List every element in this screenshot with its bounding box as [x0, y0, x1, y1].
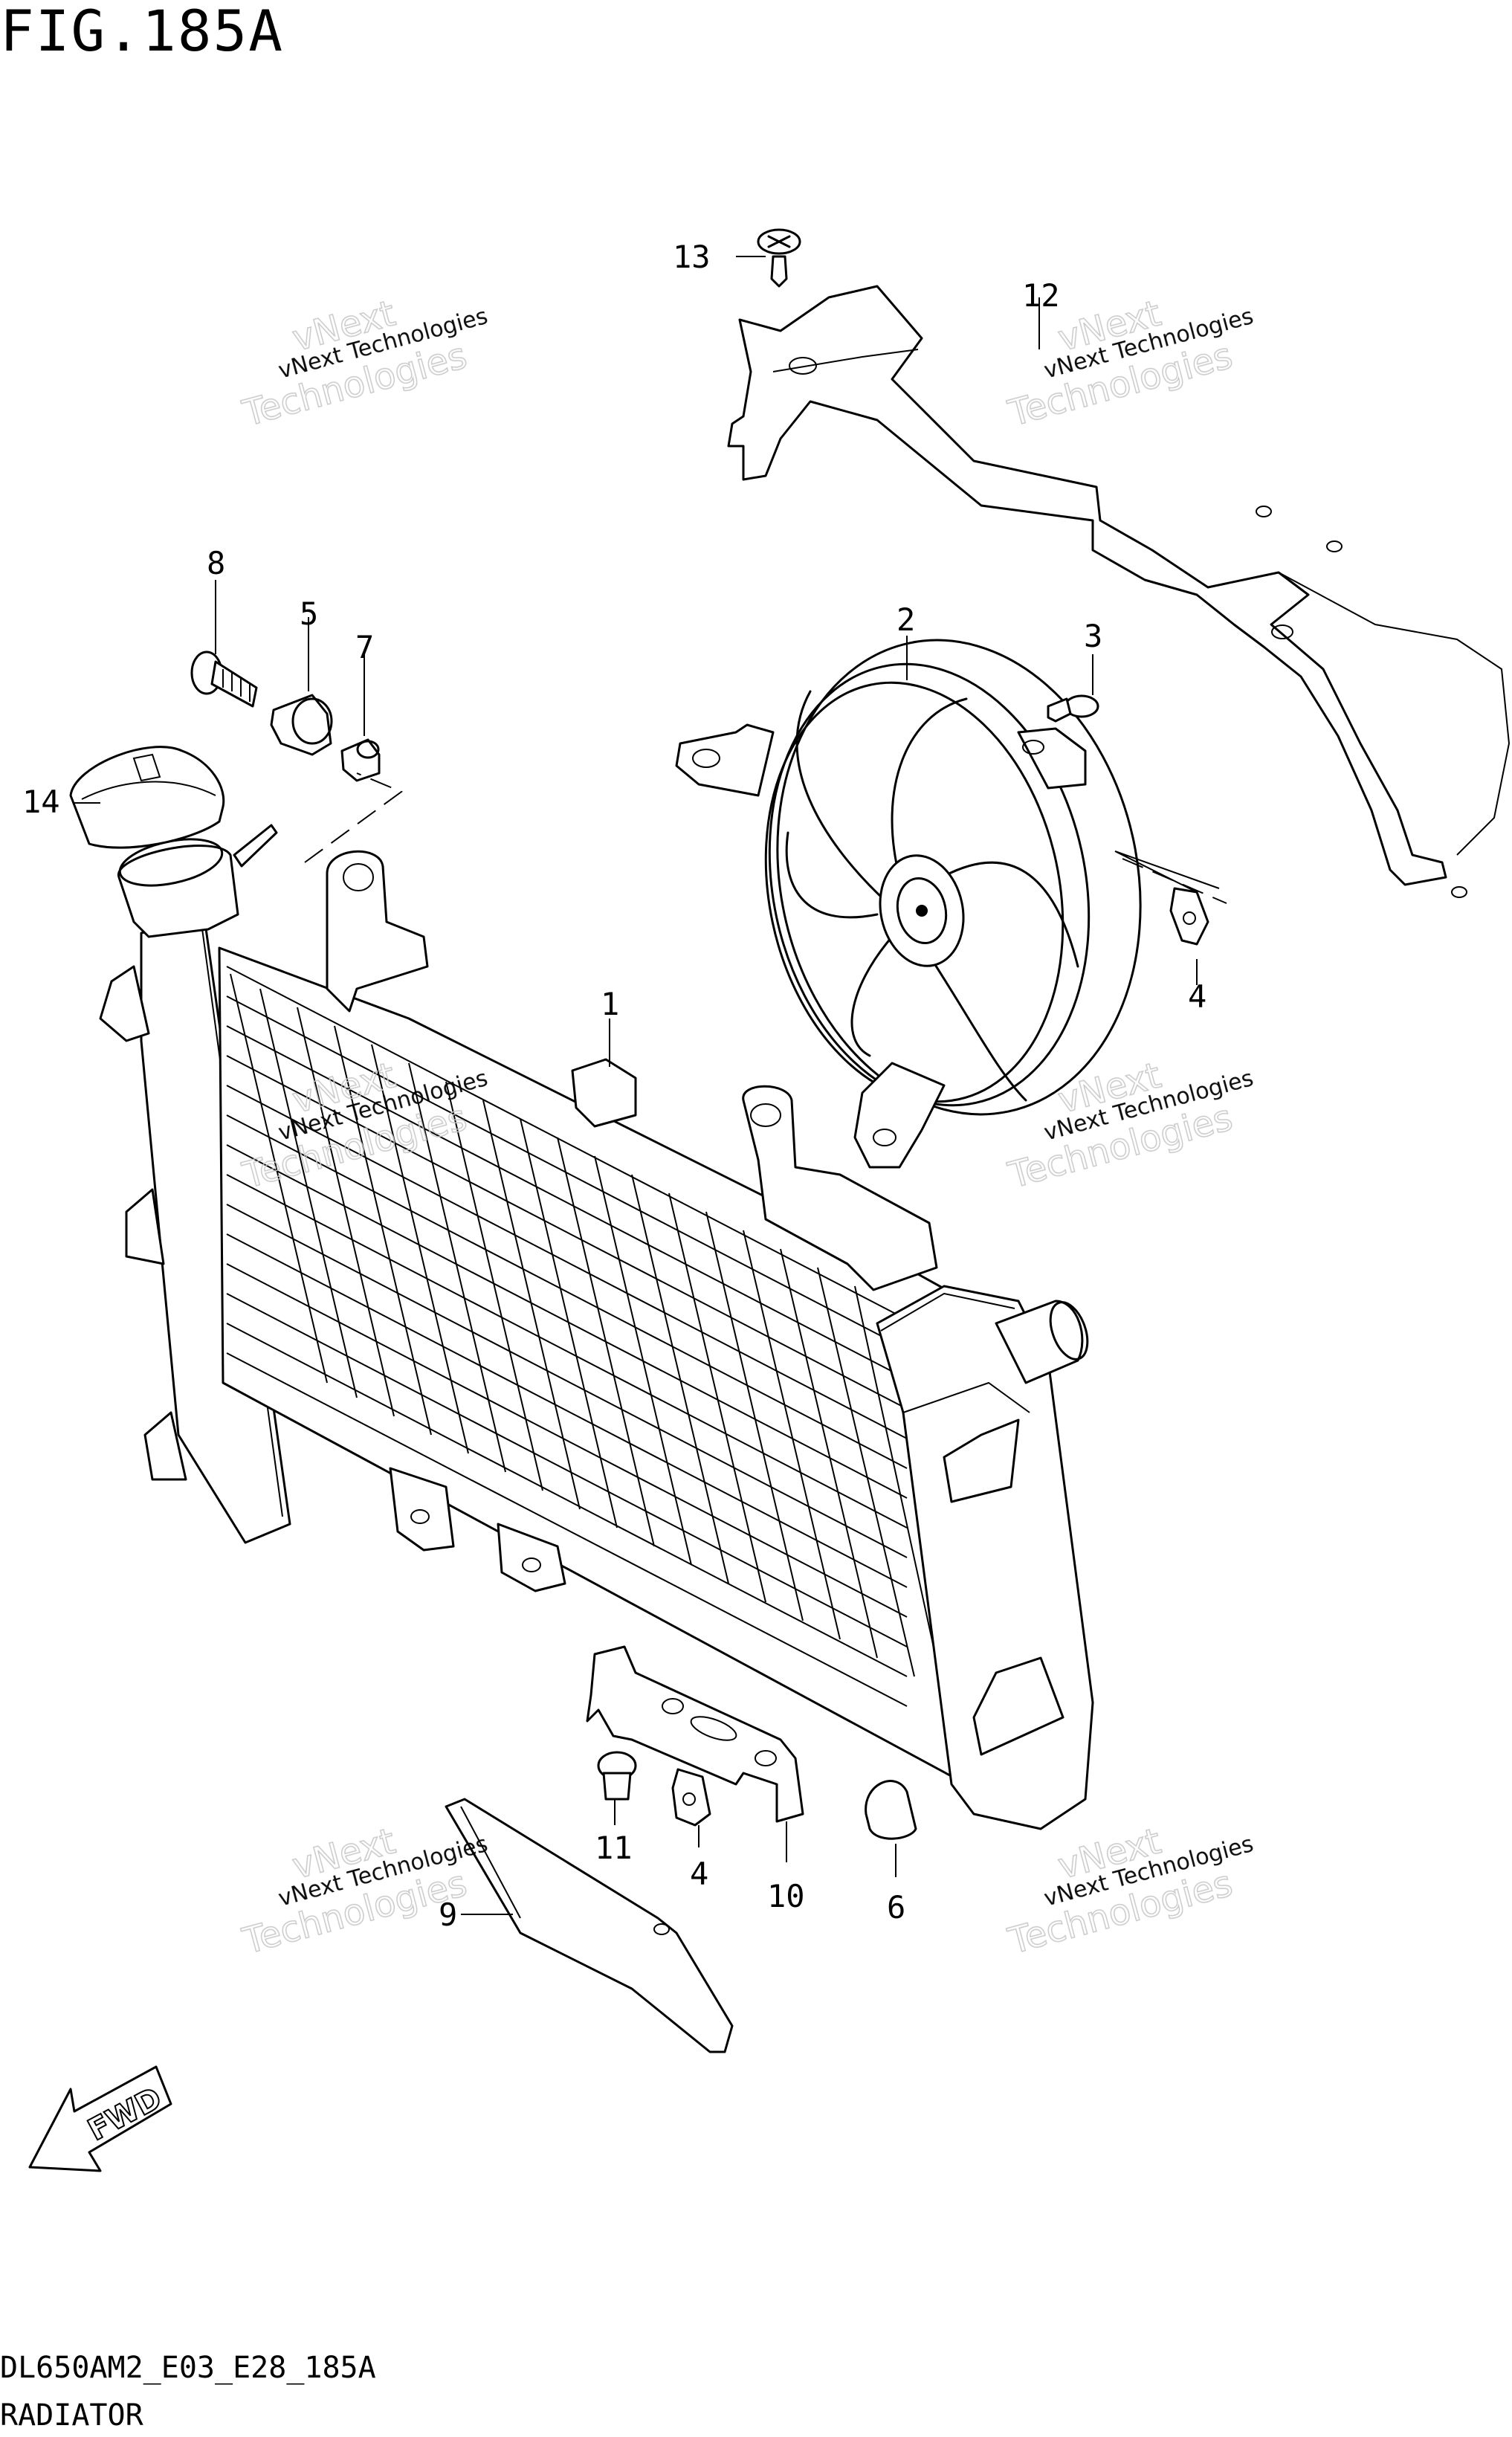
part-8-bolt[interactable] [190, 651, 258, 708]
figure-name: RADIATOR [0, 2398, 144, 2433]
part-10-bracket[interactable] [586, 1645, 804, 1823]
part-9-plate[interactable] [445, 1798, 734, 2053]
part-4-nut-upper[interactable] [1169, 887, 1209, 946]
callout-11: 11 [595, 1830, 633, 1866]
callout-4b: 4 [690, 1856, 708, 1892]
callouts: 1 2 3 4 4 5 6 7 8 9 10 11 12 13 14 [22, 239, 1206, 1933]
part-3-bolt[interactable] [1047, 694, 1099, 723]
callout-13: 13 [673, 239, 711, 275]
callout-6: 6 [887, 1889, 905, 1926]
callout-7: 7 [355, 629, 374, 665]
callout-4a: 4 [1188, 978, 1206, 1015]
part-13-screw[interactable] [757, 228, 801, 288]
callout-9: 9 [439, 1897, 457, 1933]
part-2-fan[interactable] [675, 606, 1183, 1169]
part-7-collar[interactable] [340, 738, 381, 782]
callout-14: 14 [22, 784, 60, 820]
callout-5: 5 [300, 595, 318, 632]
part-14-cap[interactable] [69, 746, 225, 849]
callout-12: 12 [1022, 277, 1060, 314]
fwd-arrow: FWD [28, 2065, 172, 2172]
part-1-radiator[interactable] [99, 824, 1094, 1830]
part-4-nut-lower[interactable] [671, 1768, 711, 1827]
watermarks: vNext vNext Technologies Technologies vN… [238, 292, 1256, 1963]
callout-8: 8 [207, 545, 225, 581]
figure-title: FIG.185A [0, 0, 284, 64]
part-11-bolt[interactable] [597, 1751, 637, 1801]
figure-code: DL650AM2_E03_E28_185A [0, 2351, 376, 2385]
callout-3: 3 [1084, 618, 1102, 654]
leader-lines [74, 256, 1227, 1915]
part-6-cap[interactable] [865, 1780, 917, 1840]
part-5-grommet[interactable] [270, 694, 333, 756]
callout-10: 10 [767, 1878, 805, 1914]
part-12-cover[interactable] [727, 285, 1511, 898]
callout-1: 1 [601, 986, 619, 1022]
callout-2: 2 [896, 601, 915, 638]
